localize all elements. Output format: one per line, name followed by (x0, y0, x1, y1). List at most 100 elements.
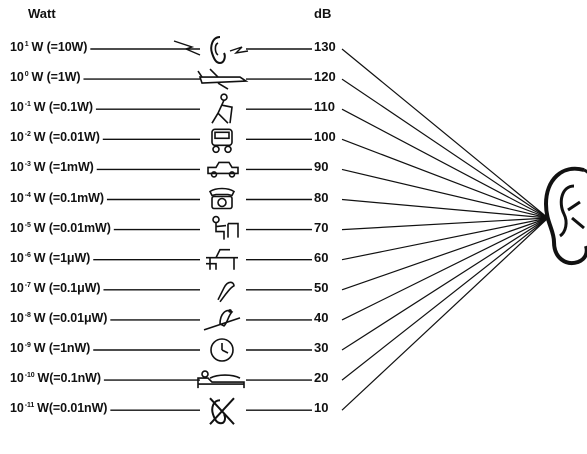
watt-exponent: -1 (24, 101, 31, 109)
watt-exponent: -3 (24, 161, 31, 169)
watt-base: 10 (10, 310, 24, 325)
clock-icon (210, 338, 234, 362)
watt-base: 10 (10, 220, 24, 235)
watt-base: 10 (10, 70, 24, 85)
ear-connector (341, 217, 549, 351)
db-label: 110 (314, 99, 335, 115)
watt-exponent: -5 (24, 221, 31, 229)
ear-icon (173, 36, 249, 65)
watt-value: W (=1nW) (33, 341, 91, 355)
ear-connector (341, 217, 549, 411)
db-label: 80 (314, 189, 329, 205)
watt-exponent: -6 (24, 251, 31, 259)
sleeping-person-icon (197, 370, 245, 389)
ear-connector (341, 168, 549, 219)
watt-exponent: -4 (24, 191, 31, 199)
ear-connector (341, 217, 549, 321)
truck-icon (211, 128, 233, 154)
db-label: 10 (314, 400, 329, 416)
watt-exponent: -11 (24, 402, 35, 410)
ear-connector (341, 48, 549, 219)
db-label: 120 (314, 69, 336, 85)
jackhammer-worker-icon (211, 93, 233, 124)
watt-base: 10 (10, 40, 24, 54)
watt-value: W (=0.1mW) (33, 190, 104, 205)
db-label: 60 (314, 249, 329, 265)
watt-value: W (=1mW) (33, 160, 94, 175)
watt-base: 10 (10, 250, 24, 265)
ear-connector (341, 217, 549, 381)
office-desk-icon (206, 248, 238, 270)
db-label: 130 (314, 39, 336, 54)
watt-exponent: -7 (24, 281, 31, 289)
watt-value: W (=1μW) (33, 250, 91, 265)
ear-connector (341, 217, 549, 291)
watt-exponent: -10 (24, 372, 35, 380)
watt-base: 10 (10, 371, 24, 386)
airplane-icon (197, 68, 249, 90)
db-label: 50 (314, 279, 329, 295)
watt-base: 10 (10, 160, 24, 175)
watt-base: 10 (10, 100, 24, 115)
watt-value: W (=1W) (31, 70, 81, 85)
ear-icon (543, 166, 587, 265)
watt-exponent: 1 (24, 41, 29, 48)
ear-connector (341, 138, 549, 219)
crossed-out-ear-icon (209, 397, 235, 425)
watt-base: 10 (10, 401, 24, 416)
bird-icon (217, 281, 235, 303)
watt-value: W (=0.1W) (33, 100, 93, 115)
watt-value: W (=10W) (31, 40, 88, 54)
watt-value: W (=0.01mW) (33, 220, 111, 235)
ear-connector (341, 217, 549, 261)
db-label: 40 (314, 309, 329, 325)
car-icon (207, 161, 239, 178)
watt-value: W(=0.1nW) (37, 371, 101, 386)
watt-base: 10 (10, 130, 24, 145)
watt-value: W (=0.01μW) (33, 310, 108, 325)
watt-header: Watt (28, 6, 56, 21)
watt-base: 10 (10, 280, 24, 295)
watt-exponent: -2 (24, 131, 31, 139)
db-header: dB (314, 6, 332, 21)
watt-value: W (=0.01W) (33, 130, 100, 145)
db-label: 70 (314, 219, 329, 235)
db-label: 90 (314, 159, 329, 175)
bird-on-branch-icon (203, 309, 241, 331)
watt-value: W(=0.01nW) (37, 401, 108, 416)
ear-connector (341, 108, 549, 219)
ear-connector (341, 78, 549, 219)
watt-base: 10 (10, 190, 24, 205)
db-label: 20 (314, 370, 329, 386)
watt-base: 10 (10, 341, 24, 355)
ear-connector (341, 198, 549, 219)
db-label: 30 (314, 340, 329, 355)
watt-exponent: -8 (24, 311, 31, 319)
telephone-icon (208, 187, 236, 210)
ear-connector (341, 217, 549, 231)
watt-exponent: -9 (24, 342, 31, 349)
